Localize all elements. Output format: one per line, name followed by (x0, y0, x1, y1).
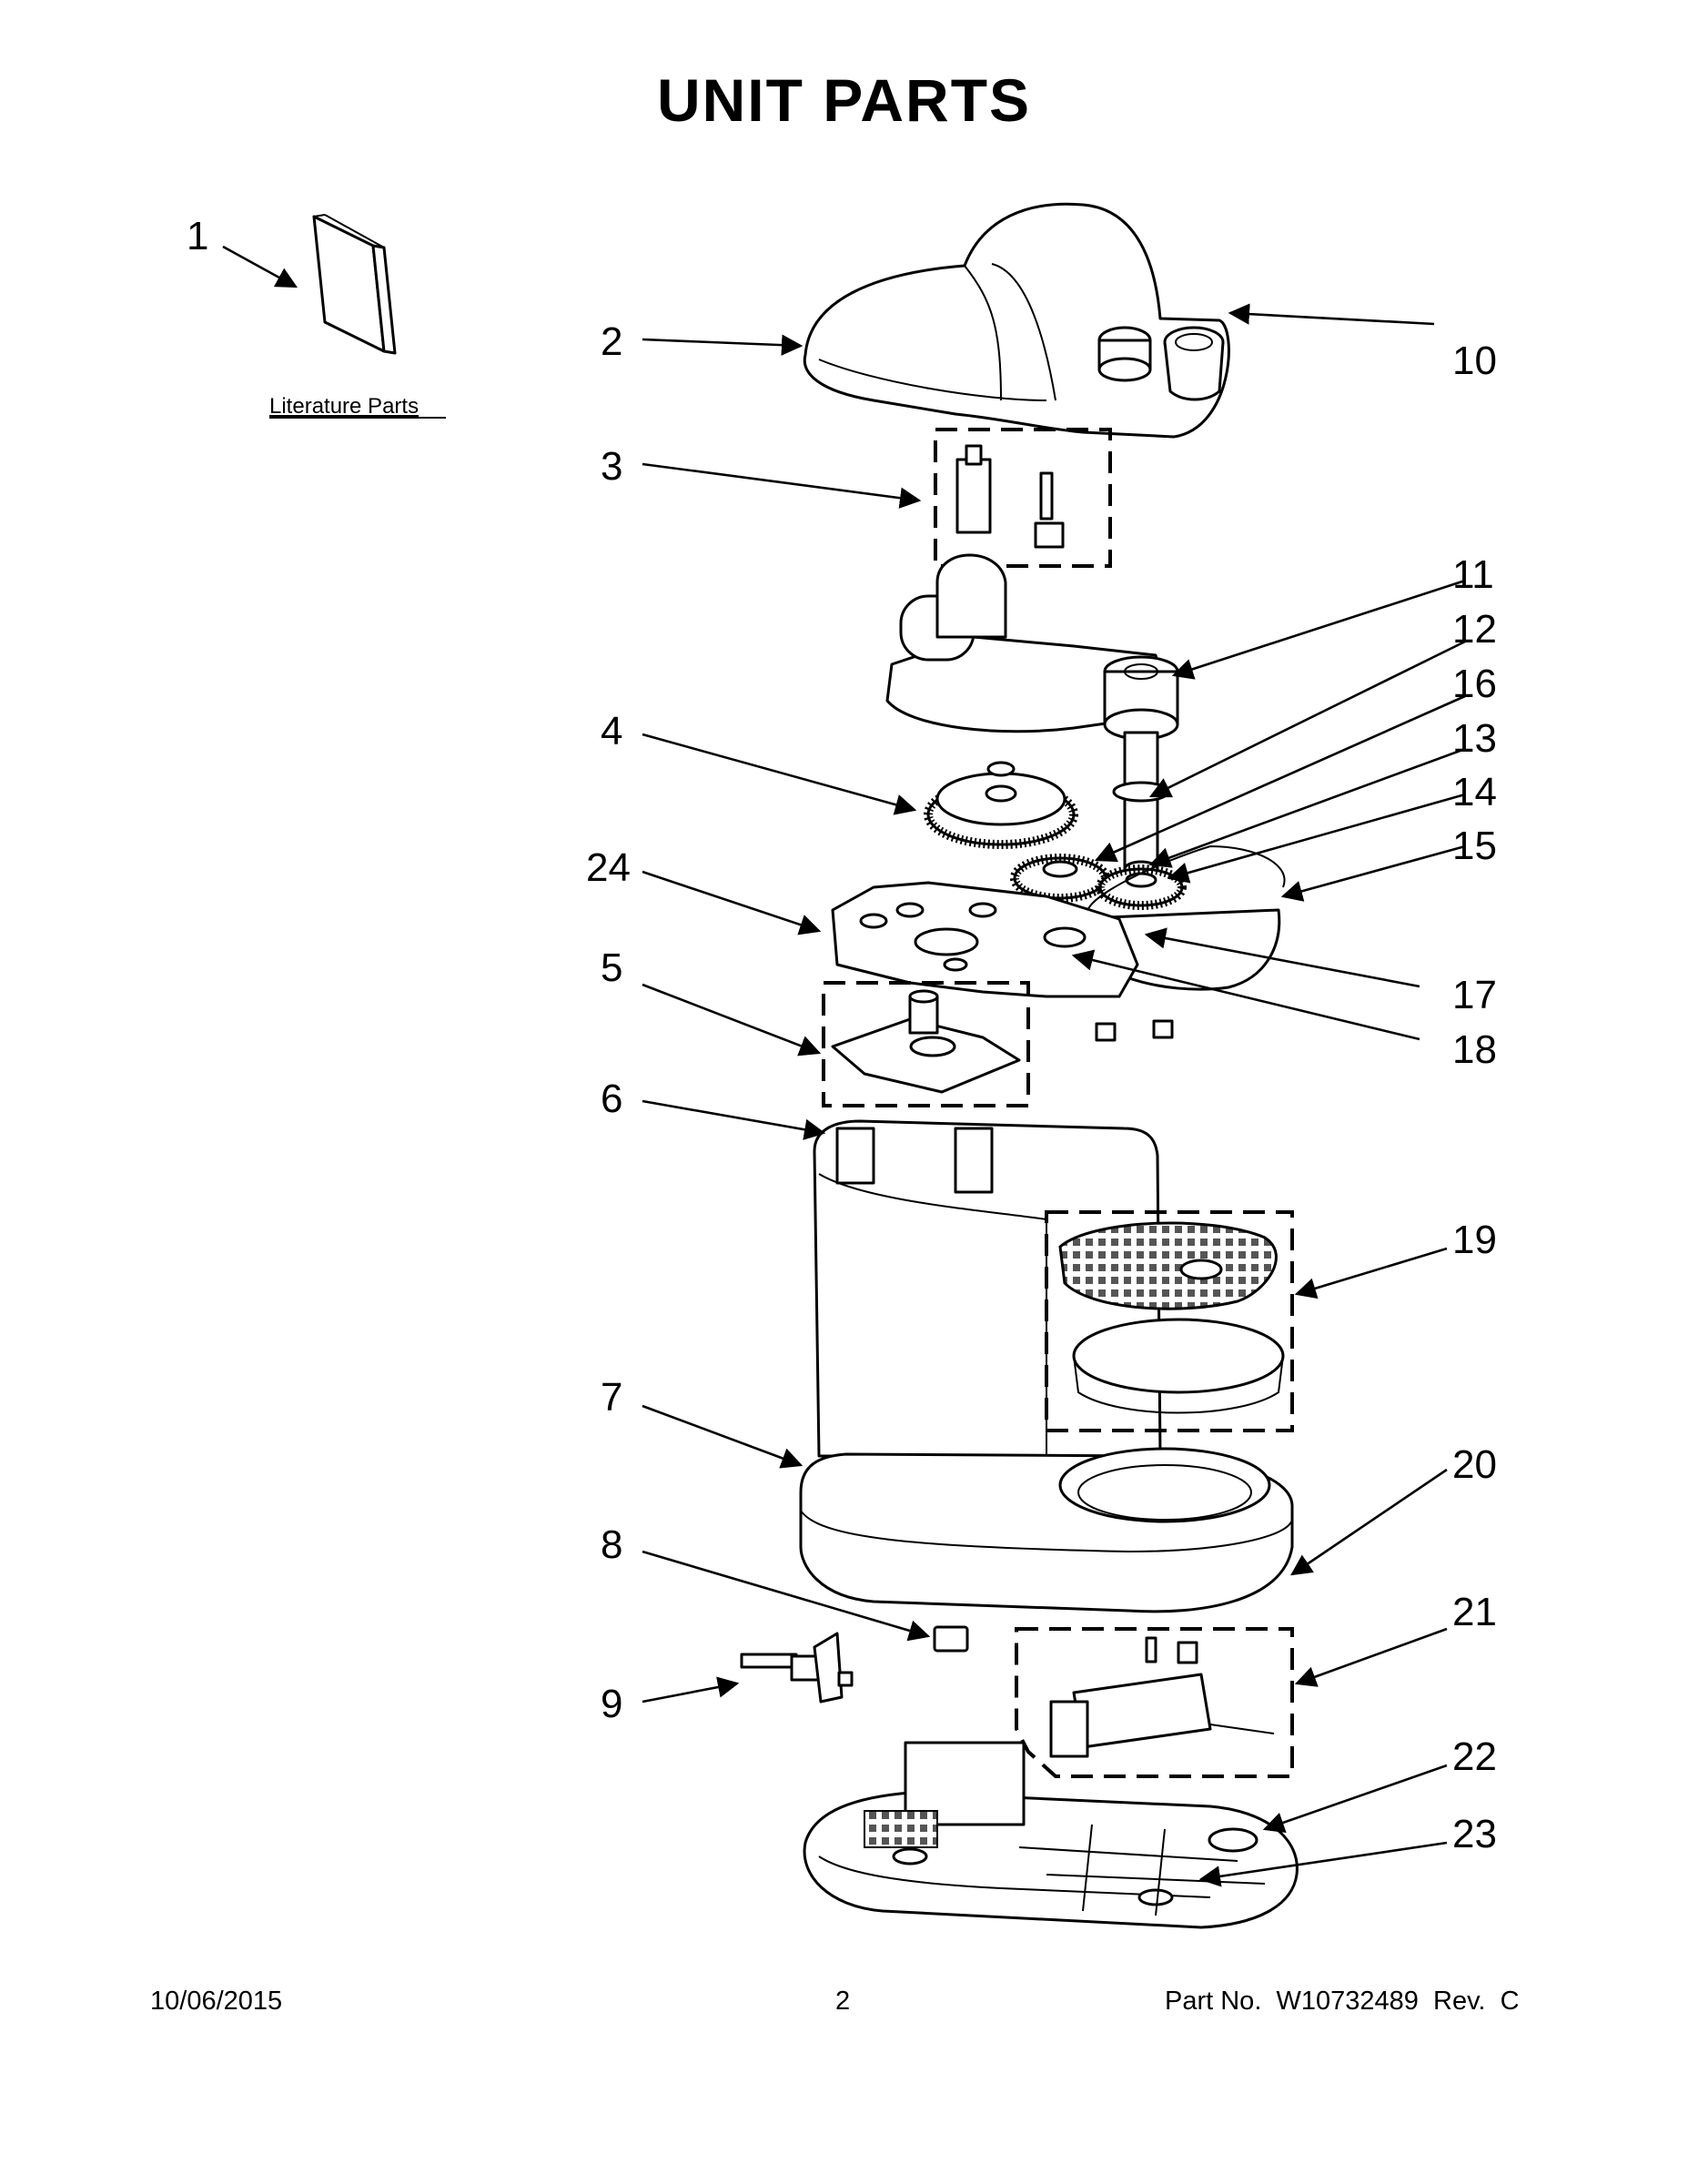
callout-12: 12 (1452, 607, 1497, 652)
callout-21: 21 (1452, 1590, 1497, 1634)
large-gear-part (924, 761, 1078, 849)
callout-6: 6 (601, 1077, 622, 1121)
switch-assembly-part (955, 444, 1065, 549)
callout-18: 18 (1452, 1027, 1497, 1072)
gear-housing-part (885, 553, 1179, 741)
top-cover-part (803, 202, 1230, 439)
footer-part-number: Part No. W10732489 Rev. C (1165, 1987, 1520, 2016)
switch-shaft-part (740, 1632, 854, 1704)
callout-20: 20 (1452, 1442, 1497, 1487)
drip-tray-part (1058, 1221, 1285, 1414)
literature-parts-label: Literature Parts (269, 394, 419, 419)
callout-24: 24 (586, 845, 631, 890)
callout-numbers: 1 2 3 4 5 6 7 8 9 10 11 12 13 14 15 16 1… (187, 214, 1497, 1856)
callout-15: 15 (1452, 824, 1497, 868)
small-gears-part (1010, 854, 1187, 910)
callout-4: 4 (601, 709, 622, 753)
callout-14: 14 (1452, 770, 1497, 814)
callout-2: 2 (601, 319, 622, 364)
motor-mount-part (831, 989, 1021, 1094)
callout-17: 17 (1452, 973, 1497, 1017)
callout-23: 23 (1452, 1812, 1497, 1856)
callout-3: 3 (601, 444, 622, 489)
literature-booklet (312, 214, 397, 355)
callout-22: 22 (1452, 1734, 1497, 1779)
control-bracket-part (1049, 1636, 1275, 1758)
footer-date: 10/06/2015 (150, 1987, 283, 2016)
leader-lines (222, 245, 1466, 1887)
bushings-part (1095, 1019, 1174, 1042)
callout-1: 1 (187, 214, 208, 258)
small-block-part (933, 1625, 969, 1653)
callout-16: 16 (1452, 662, 1497, 706)
callout-5: 5 (601, 945, 622, 990)
callout-13: 13 (1452, 716, 1497, 761)
callout-19: 19 (1452, 1218, 1497, 1262)
main-body-part (799, 1119, 1294, 1613)
callout-10: 10 (1452, 339, 1497, 383)
drive-shaft-part (1112, 731, 1170, 878)
callout-11: 11 (1452, 552, 1494, 597)
callout-7: 7 (601, 1375, 622, 1420)
callout-8: 8 (601, 1522, 622, 1567)
callout-9: 9 (601, 1682, 622, 1726)
base-plate-part (803, 1741, 1299, 1929)
footer-page-number: 2 (835, 1987, 851, 2016)
gear-plate-part (831, 881, 1139, 998)
page-title: UNIT PARTS (656, 66, 1032, 134)
